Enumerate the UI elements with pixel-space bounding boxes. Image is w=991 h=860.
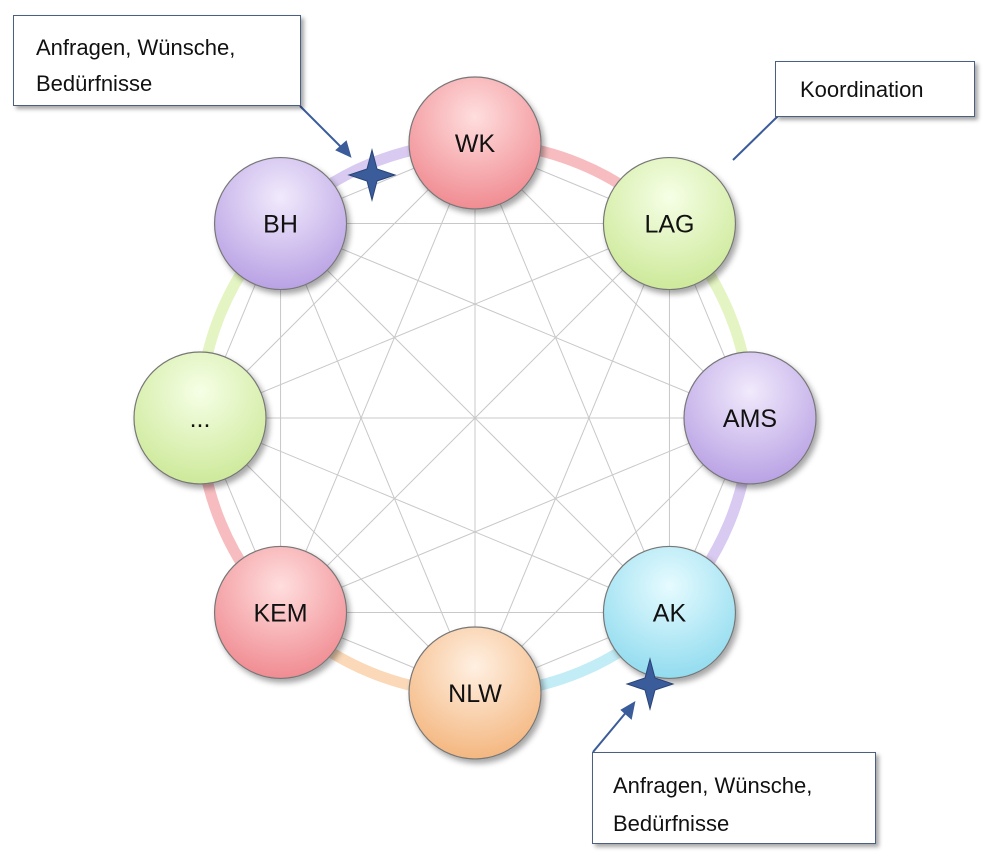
node-wk: WK: [408, 76, 542, 210]
connection-line: [280, 142, 476, 613]
node-etc: ...: [133, 351, 267, 485]
node-ams: AMS: [683, 351, 817, 485]
node-label: KEM: [253, 599, 307, 627]
node-circle: [213, 545, 348, 680]
callout-bottom-right: Anfragen, Wünsche, Bedürfnisse: [592, 752, 876, 844]
pointer-top-left: [299, 105, 345, 151]
node-label: AMS: [723, 405, 777, 433]
node-label: NLW: [448, 680, 502, 708]
node-lag: LAG: [602, 156, 737, 291]
callout-text-line2: Bedürfnisse: [613, 811, 730, 836]
node-ak: AK: [602, 545, 737, 680]
nodes: WK LAG AMS AK NLW KEM... BH: [133, 76, 817, 760]
node-label: BH: [263, 211, 298, 239]
star-icon: [347, 148, 397, 202]
arrowhead-top-left: [335, 140, 352, 158]
node-kem: KEM: [213, 545, 348, 680]
pointer-top-right: [732, 115, 779, 161]
connection-line: [280, 223, 476, 694]
node-bh: BH: [213, 156, 348, 291]
callout-text-line2: Bedürfnisse: [36, 71, 153, 96]
connection-line: [474, 223, 670, 694]
pointer-bottom-right: [592, 709, 629, 753]
star-icon: [625, 657, 675, 711]
node-nlw: NLW: [408, 626, 542, 760]
node-label: AK: [653, 599, 687, 627]
connection-line: [280, 417, 751, 613]
connection-line: [474, 142, 670, 613]
node-label: WK: [455, 130, 496, 158]
connection-line: [199, 417, 670, 613]
callout-pointers: [299, 105, 779, 753]
callout-top-right: Koordination: [775, 61, 975, 117]
connection-line: [280, 223, 670, 613]
node-circle: [213, 156, 348, 291]
node-label: LAG: [644, 211, 694, 239]
callout-text: Koordination: [800, 77, 924, 102]
node-circle: [683, 351, 817, 485]
callout-text-line1: Anfragen, Wünsche,: [36, 35, 236, 60]
callout-text-line1: Anfragen, Wünsche,: [613, 773, 813, 798]
connection-line: [199, 223, 670, 419]
node-circle: [408, 626, 542, 760]
node-circle: [602, 156, 737, 291]
node-circle: [408, 76, 542, 210]
callout-top-left: Anfragen, Wünsche, Bedürfnisse: [13, 15, 301, 106]
node-circle: [602, 545, 737, 680]
connection-line: [280, 223, 751, 419]
node-label: ...: [190, 405, 211, 433]
arrowhead-bottom-right: [620, 701, 636, 720]
node-circle: [133, 351, 267, 485]
